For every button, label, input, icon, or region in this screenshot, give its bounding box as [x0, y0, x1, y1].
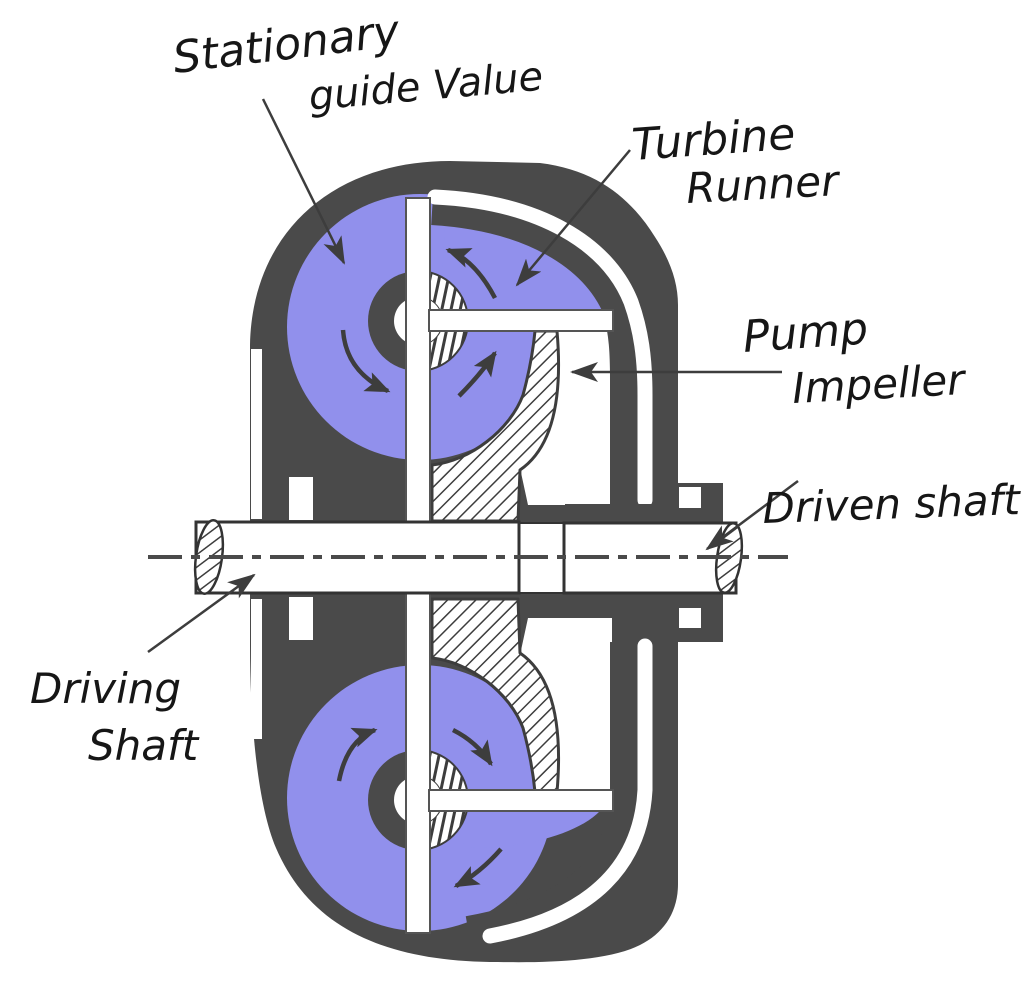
casing-gaps [251, 349, 701, 739]
fluid-wedge-lower [440, 811, 600, 848]
label-driven-shaft: Driven shaft [762, 475, 1023, 533]
label-driving-line2: Shaft [88, 721, 200, 770]
left-hub-notch-upper [289, 477, 313, 520]
flow-arrow-lower-left [336, 727, 378, 782]
label-turbine-line2: Runner [685, 156, 842, 213]
turbine-shell-lower [465, 642, 636, 942]
hub-flange-upper [565, 504, 678, 524]
pump-impeller-upper [430, 329, 561, 523]
runner-plate-lower [428, 789, 614, 812]
label-driving-line1: Driving [30, 664, 181, 713]
label-pump-line2: Impeller [791, 355, 968, 413]
leader-turbine-runner [515, 149, 631, 287]
leader-driving-shaft [147, 573, 256, 654]
channel-lower [482, 638, 653, 944]
flow-arrows [336, 247, 503, 888]
right-hub-notch-lower [679, 608, 701, 628]
output-hub-flanges [565, 504, 678, 612]
label-pump-line1: Pump [741, 303, 869, 363]
flow-arrow-lower-top [451, 727, 493, 767]
leader-stationary-guide [261, 98, 346, 265]
shafts [148, 519, 788, 595]
hub-flange-lower [565, 592, 678, 612]
pump-impeller-lower [430, 597, 561, 794]
left-casing-slit-lower [251, 599, 262, 739]
runner-plate-upper [428, 309, 614, 332]
pump-impeller-section [430, 329, 561, 794]
channel-upper [427, 189, 653, 508]
label-stationary-line2: guide Value [307, 54, 545, 120]
flow-arrow-upper-left [340, 329, 391, 394]
turbine-runner-shell [431, 199, 636, 942]
left-casing-slit-upper [251, 349, 262, 519]
turbine-shell-upper [431, 199, 636, 520]
chamber-lower [520, 618, 612, 795]
left-hub-notch-lower [289, 597, 313, 640]
flow-arrow-lower-right [453, 847, 503, 888]
flow-arrow-upper-right [457, 350, 497, 398]
leader-driven-shaft [705, 479, 799, 551]
label-turbine-line1: Turbine [630, 109, 797, 171]
shell-clearance-channel [427, 189, 653, 944]
right-hub-notch-upper [679, 487, 701, 508]
leader-lines [147, 98, 799, 654]
flow-arrow-upper-top [445, 247, 497, 300]
